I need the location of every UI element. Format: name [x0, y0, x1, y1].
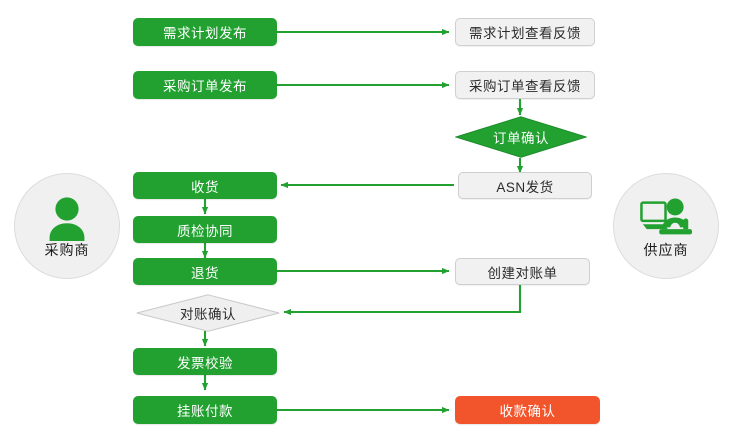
user-at-computer-icon — [640, 197, 692, 234]
user-avatar-icon — [49, 196, 85, 241]
diamond-shape-order-confirm — [455, 116, 587, 158]
node-receipt-confirm[interactable]: 收款确认 — [455, 396, 600, 424]
diamond-shape-statement-confirm — [136, 294, 280, 332]
node-statement-confirm-label: 对账确认 — [180, 307, 236, 322]
node-asn-ship[interactable]: ASN发货 — [458, 172, 592, 199]
role-buyer-label: 采购商 — [44, 241, 90, 258]
node-statement-confirm[interactable]: 对账确认 — [136, 294, 280, 332]
edge-create-statement-to-statement-confirm — [283, 285, 522, 316]
node-demand-plan-publish[interactable]: 需求计划发布 — [133, 18, 277, 46]
node-create-statement[interactable]: 创建对账单 — [455, 258, 590, 285]
node-po-publish[interactable]: 采购订单发布 — [133, 71, 277, 99]
node-payable-payment[interactable]: 挂账付款 — [133, 396, 277, 424]
node-quality-collab[interactable]: 质检协同 — [133, 216, 277, 243]
node-receive-goods[interactable]: 收货 — [133, 172, 277, 199]
role-supplier-label: 供应商 — [643, 241, 689, 258]
node-invoice-verify[interactable]: 发票校验 — [133, 348, 277, 375]
node-demand-plan-feedback[interactable]: 需求计划查看反馈 — [455, 18, 595, 46]
node-order-confirm[interactable]: 订单确认 — [455, 116, 587, 158]
role-supplier: 供应商 — [613, 173, 719, 279]
node-po-feedback[interactable]: 采购订单查看反馈 — [455, 71, 595, 99]
role-buyer: 采购商 — [14, 173, 120, 279]
node-order-confirm-label: 订单确认 — [493, 131, 549, 146]
node-return-goods[interactable]: 退货 — [133, 258, 277, 285]
